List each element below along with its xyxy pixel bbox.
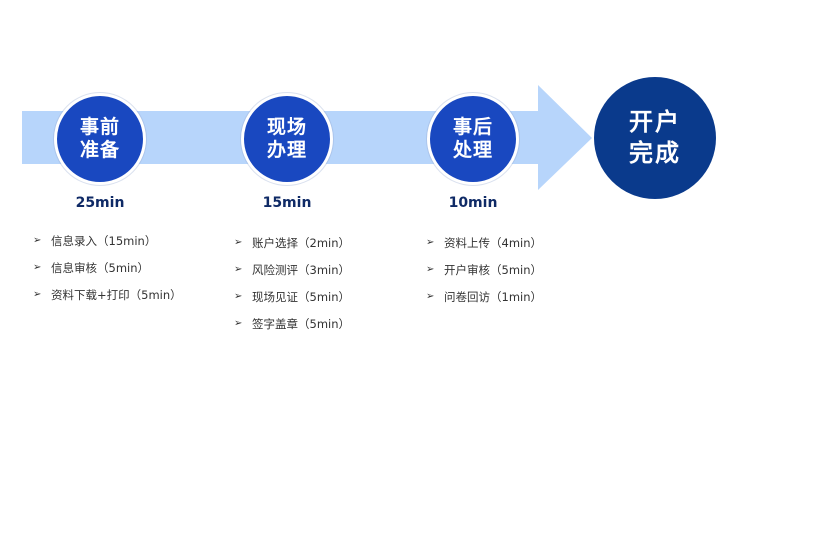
task-item: ➢ 资料下载+打印（5min）: [33, 281, 182, 308]
task-label: 签字盖章（5min）: [252, 316, 351, 331]
arrow-bullet-icon: ➢: [234, 291, 243, 302]
task-label: 信息录入（15min）: [51, 233, 157, 248]
task-item: ➢ 问卷回访（1min）: [426, 283, 542, 310]
task-label: 资料下载+打印（5min）: [51, 287, 182, 302]
arrow-bullet-icon: ➢: [234, 237, 243, 248]
arrow-bullet-icon: ➢: [33, 289, 42, 300]
task-item: ➢ 签字盖章（5min）: [234, 310, 350, 337]
task-label: 账户选择（2min）: [252, 235, 351, 250]
arrow-bullet-icon: ➢: [426, 291, 435, 302]
task-label: 开户审核（5min）: [444, 262, 543, 277]
task-item: ➢ 资料上传（4min）: [426, 229, 542, 256]
step-title-onsite: 现场办理: [266, 116, 307, 161]
step-circle-followup: 事后处理: [427, 93, 519, 185]
task-list-prepare: ➢ 信息录入（15min） ➢ 信息审核（5min） ➢ 资料下载+打印（5mi…: [33, 227, 182, 308]
final-title: 开户完成: [629, 108, 681, 167]
step-circle-prepare: 事前准备: [54, 93, 146, 185]
task-item: ➢ 开户审核（5min）: [426, 256, 542, 283]
step-title-prepare: 事前准备: [79, 116, 120, 161]
task-label: 风险测评（3min）: [252, 262, 351, 277]
task-item: ➢ 信息审核（5min）: [33, 254, 182, 281]
step-circle-onsite: 现场办理: [241, 93, 333, 185]
task-list-followup: ➢ 资料上传（4min） ➢ 开户审核（5min） ➢ 问卷回访（1min）: [426, 229, 542, 310]
step-duration-prepare: 25min: [75, 195, 125, 211]
final-circle-account-opened: 开户完成: [594, 77, 716, 199]
task-label: 资料上传（4min）: [444, 235, 543, 250]
task-list-onsite: ➢ 账户选择（2min） ➢ 风险测评（3min） ➢ 现场见证（5min） ➢…: [234, 229, 350, 337]
arrow-bullet-icon: ➢: [426, 264, 435, 275]
task-label: 信息审核（5min）: [51, 260, 150, 275]
task-item: ➢ 账户选择（2min）: [234, 229, 350, 256]
task-label: 现场见证（5min）: [252, 289, 351, 304]
arrow-bullet-icon: ➢: [426, 237, 435, 248]
arrow-bullet-icon: ➢: [33, 235, 42, 246]
step-duration-onsite: 15min: [262, 195, 312, 211]
arrow-bullet-icon: ➢: [234, 318, 243, 329]
arrow-bullet-icon: ➢: [234, 264, 243, 275]
task-label: 问卷回访（1min）: [444, 289, 543, 304]
step-title-followup: 事后处理: [452, 116, 493, 161]
task-item: ➢ 风险测评（3min）: [234, 256, 350, 283]
task-item: ➢ 信息录入（15min）: [33, 227, 182, 254]
task-item: ➢ 现场见证（5min）: [234, 283, 350, 310]
step-duration-followup: 10min: [448, 195, 498, 211]
arrow-bullet-icon: ➢: [33, 262, 42, 273]
